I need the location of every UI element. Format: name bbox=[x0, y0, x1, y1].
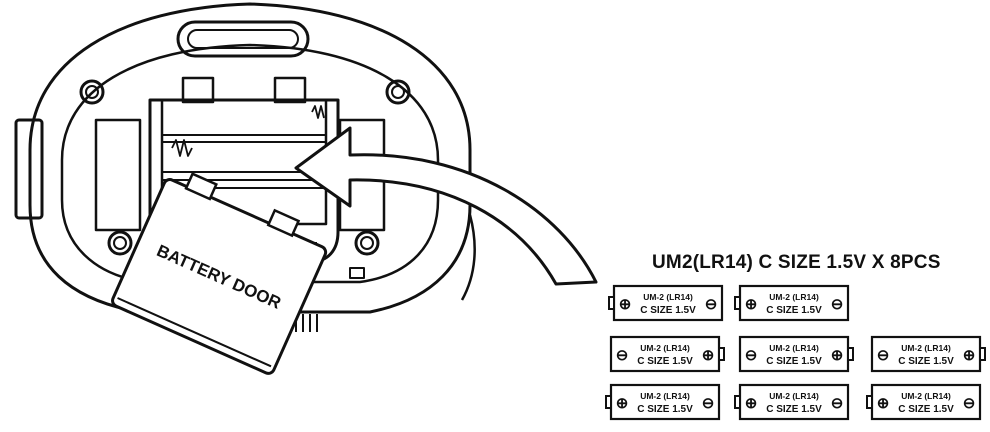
battery-terminal bbox=[866, 395, 873, 409]
polarity-left-symbol: ⊖ bbox=[745, 347, 758, 364]
battery-cell-model: UM-2 (LR14) bbox=[640, 391, 690, 401]
polarity-right-symbol: ⊕ bbox=[963, 347, 976, 364]
battery-cell-model: UM-2 (LR14) bbox=[769, 391, 819, 401]
battery-cell-body bbox=[738, 335, 850, 373]
battery-cell-model: UM-2 (LR14) bbox=[901, 391, 951, 401]
polarity-left-symbol: ⊖ bbox=[877, 347, 890, 364]
battery-terminal bbox=[605, 395, 612, 409]
polarity-right-symbol: ⊖ bbox=[702, 395, 715, 412]
battery-cell-size: C SIZE 1.5V bbox=[898, 404, 954, 415]
battery-4: ⊖ ⊕ UM-2 (LR14) C SIZE 1.5V bbox=[738, 335, 854, 373]
battery-1: ⊕ ⊖ UM-2 (LR14) C SIZE 1.5V bbox=[608, 284, 724, 322]
polarity-right-symbol: ⊕ bbox=[831, 347, 844, 364]
battery-5: ⊖ ⊕ UM-2 (LR14) C SIZE 1.5V bbox=[870, 335, 986, 373]
battery-cell-size: C SIZE 1.5V bbox=[640, 305, 696, 316]
battery-terminal bbox=[979, 347, 986, 361]
polarity-left-symbol: ⊕ bbox=[619, 296, 632, 313]
battery-terminal bbox=[734, 395, 741, 409]
battery-3: ⊖ ⊕ UM-2 (LR14) C SIZE 1.5V bbox=[609, 335, 725, 373]
insert-arrow bbox=[294, 126, 598, 286]
polarity-left-symbol: ⊕ bbox=[745, 296, 758, 313]
polarity-right-symbol: ⊕ bbox=[702, 347, 715, 364]
polarity-right-symbol: ⊖ bbox=[831, 395, 844, 412]
battery-cell-model: UM-2 (LR14) bbox=[769, 292, 819, 302]
battery-door: BATTERY DOOR bbox=[111, 172, 328, 375]
battery-cell-body bbox=[609, 335, 721, 373]
battery-6: ⊕ ⊖ UM-2 (LR14) C SIZE 1.5V bbox=[605, 383, 721, 421]
battery-cell-size: C SIZE 1.5V bbox=[766, 404, 822, 415]
battery-cell-model: UM-2 (LR14) bbox=[901, 343, 951, 353]
polarity-left-symbol: ⊕ bbox=[745, 395, 758, 412]
battery-cell-model: UM-2 (LR14) bbox=[643, 292, 693, 302]
battery-7: ⊕ ⊖ UM-2 (LR14) C SIZE 1.5V bbox=[734, 383, 850, 421]
polarity-right-symbol: ⊖ bbox=[705, 296, 718, 313]
battery-cell-size: C SIZE 1.5V bbox=[637, 356, 693, 367]
battery-cell-size: C SIZE 1.5V bbox=[766, 356, 822, 367]
battery-cell-model: UM-2 (LR14) bbox=[640, 343, 690, 353]
battery-terminal bbox=[847, 347, 854, 361]
battery-cell-model: UM-2 (LR14) bbox=[769, 343, 819, 353]
battery-terminal bbox=[734, 296, 741, 310]
polarity-right-symbol: ⊖ bbox=[963, 395, 976, 412]
battery-cell-body bbox=[870, 335, 982, 373]
battery-8: ⊕ ⊖ UM-2 (LR14) C SIZE 1.5V bbox=[866, 383, 982, 421]
battery-cell-grid: ⊕ ⊖ UM-2 (LR14) C SIZE 1.5V ⊕ ⊖ UM-2 (LR14) C S… bbox=[605, 284, 986, 421]
battery-2: ⊕ ⊖ UM-2 (LR14) C SIZE 1.5V bbox=[734, 284, 850, 322]
battery-cell-size: C SIZE 1.5V bbox=[766, 305, 822, 316]
polarity-left-symbol: ⊕ bbox=[616, 395, 629, 412]
battery-cell-size: C SIZE 1.5V bbox=[637, 404, 693, 415]
battery-spec-label: UM2(LR14) C SIZE 1.5V X 8PCS bbox=[652, 252, 941, 273]
polarity-left-symbol: ⊕ bbox=[877, 395, 890, 412]
polarity-right-symbol: ⊖ bbox=[831, 296, 844, 313]
polarity-left-symbol: ⊖ bbox=[616, 347, 629, 364]
battery-terminal bbox=[608, 296, 615, 310]
battery-cell-body bbox=[738, 383, 850, 421]
battery-cell-size: C SIZE 1.5V bbox=[898, 356, 954, 367]
battery-terminal bbox=[718, 347, 725, 361]
